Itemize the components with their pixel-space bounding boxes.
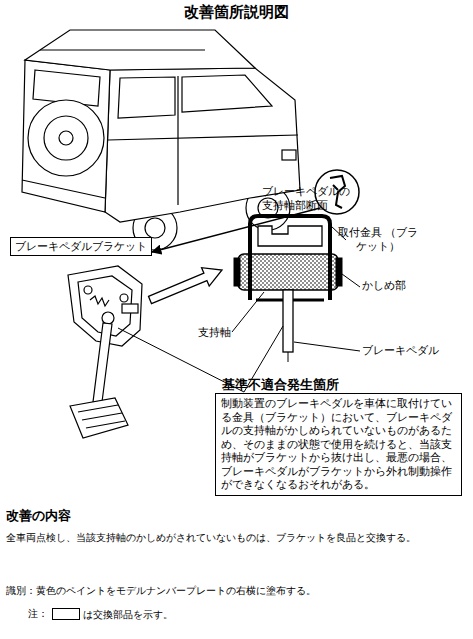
leader-line (342, 274, 360, 287)
bracket-section (250, 216, 330, 300)
box-text: ブレーキペダルブラケット (15, 239, 147, 254)
bumper-line (22, 180, 105, 198)
pedal-pad (70, 398, 128, 438)
leader-lines (118, 226, 360, 392)
crimp-end (336, 258, 342, 286)
pivot (102, 312, 114, 324)
crimp-bushing (238, 254, 338, 290)
box-text: 制動装置のブレーキペダルを車体に取付けている金具（ブラケット）において、ブレーキ… (221, 397, 456, 492)
bolt-hole (120, 294, 128, 302)
roof-rail (40, 49, 205, 50)
leader-line (294, 342, 360, 351)
side-lamp (282, 150, 296, 160)
side-window (182, 75, 272, 112)
title-text: 改善箇所説明図 (0, 3, 473, 22)
part-name: ブレーキペダル (362, 344, 439, 358)
hollow-arrow (149, 268, 223, 304)
stop-switch (122, 304, 138, 313)
spare-tire (28, 100, 104, 176)
note-text: 注： (28, 607, 48, 620)
pad-rib (78, 405, 118, 412)
pad-rib (82, 413, 122, 420)
part-label-box: ブレーキペダルブラケット (10, 237, 152, 256)
pedal-assembly (68, 266, 142, 438)
crimp-end (234, 258, 240, 286)
center-line (288, 352, 289, 362)
note-text: 全車両点検し、当該支持軸のかしめがされていないものは、ブラケットを良品と交換する… (6, 531, 416, 544)
cross-section (234, 216, 342, 362)
part-name: 取付金具 （ブラケット） (336, 226, 420, 254)
rear-wheel-hub (145, 218, 165, 238)
box-heading: 基準不適合発生箇所 (222, 376, 339, 394)
legend-row: は交換部品を示す。 (52, 607, 173, 621)
car-side (105, 68, 300, 222)
part-name: 支持軸 (198, 326, 231, 340)
pedal-arm (93, 323, 112, 402)
body-line (108, 135, 298, 140)
inner-part (258, 226, 322, 246)
car-rear (22, 60, 110, 212)
legend-swatch (52, 608, 80, 620)
section-caption: ブレーキペダルの 支持軸部断面 (262, 185, 362, 213)
bolt-hole (84, 286, 92, 294)
section-heading: 改善の内容 (6, 508, 71, 524)
pad-rib (86, 421, 125, 428)
side-window (118, 77, 175, 118)
spare-tire-rim (44, 116, 88, 160)
door-line (177, 76, 178, 205)
car-roof (25, 30, 255, 70)
support-shaft (283, 290, 293, 352)
leader-line (232, 292, 264, 332)
spare-tire-hub (59, 131, 73, 145)
warning-box: 基準不適合発生箇所制動装置のブレーキペダルを車体に取付けている金具（ブラケット）… (215, 393, 462, 496)
legend-text: は交換部品を示す。 (83, 609, 173, 620)
return-spring (90, 296, 109, 306)
note-text: 識別：黄色のペイントをモデルナンバープレートの右横に塗布する。 (6, 584, 316, 597)
part-name: かしめ部 (362, 279, 406, 293)
